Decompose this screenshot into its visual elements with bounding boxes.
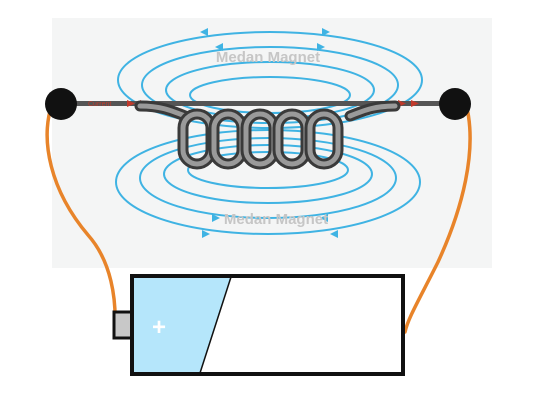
- field-direction-arrows: [200, 28, 338, 238]
- field-arrow-icon: [317, 43, 325, 51]
- lower-field-line-3: [163, 144, 373, 204]
- current-arrow-icon: [411, 100, 419, 107]
- field-arrow-icon: [322, 28, 330, 36]
- field-arrow-icon: [215, 43, 223, 51]
- field-arrow-icon: [330, 230, 338, 238]
- field-label-top: Medan Magnet: [216, 49, 320, 66]
- battery-icon: +: [112, 274, 405, 376]
- field-arrow-icon: [212, 214, 220, 222]
- lower-field-line-2: [139, 137, 397, 219]
- current-arrow-icon: [127, 100, 135, 107]
- field-label-bottom: Medan Magnet: [224, 211, 328, 228]
- battery-body: [130, 274, 405, 376]
- conductor-rod: [62, 101, 456, 106]
- coil-lead-right-highlight: [347, 103, 398, 119]
- field-arrow-icon: [320, 214, 328, 222]
- solenoid-coil: [134, 100, 401, 122]
- terminal-left-icon: [45, 88, 77, 120]
- coil-loops: [177, 108, 344, 170]
- wire-left: [45, 102, 117, 328]
- field-arrow-icon: [202, 230, 210, 238]
- current-label: Current: [88, 101, 111, 108]
- battery-positive-region: [133, 277, 231, 373]
- battery-plus-sign: +: [152, 314, 166, 341]
- lower-field-line-outer: [115, 129, 421, 235]
- terminal-right-icon: [439, 88, 471, 120]
- lower-field-line-inner: [187, 151, 349, 189]
- wire-right: [403, 102, 472, 334]
- lower-magnetic-field-lines: [115, 129, 421, 235]
- coil-loop-5-highlight: [307, 111, 341, 167]
- battery-divider: [199, 276, 232, 374]
- coil-lead-left-highlight: [137, 103, 188, 119]
- field-arrow-icon: [200, 28, 208, 36]
